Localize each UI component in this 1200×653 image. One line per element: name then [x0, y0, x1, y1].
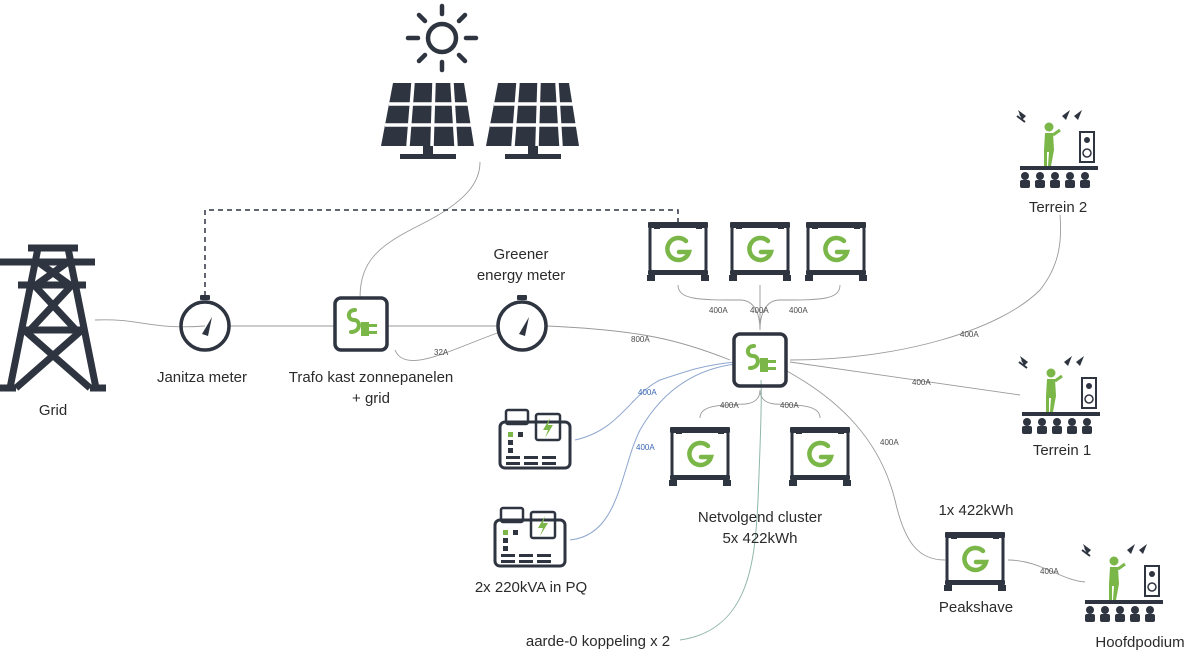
transmission-tower-icon [0, 244, 106, 392]
rating-generator-1: 400A [638, 388, 657, 397]
terrein2-label: Terrein 2 [1029, 199, 1087, 216]
solar-panel-icon [486, 82, 579, 159]
rating-32a: 32A [434, 348, 449, 357]
cluster-label-line1: Netvolgend cluster [698, 509, 822, 526]
janitza-label: Janitza meter [157, 369, 247, 386]
battery-unit-icon [729, 222, 791, 281]
greener-meter-icon [496, 293, 548, 352]
sun-icon [405, 3, 479, 73]
stage-icon-hoofdpodium [1080, 542, 1165, 624]
trafo-label-line1: Trafo kast zonnepanelen [289, 369, 454, 386]
battery-unit-icon [669, 427, 731, 486]
battery-unit-icon [805, 222, 867, 281]
greener-label-line1: Greener [493, 246, 548, 263]
rating-top-mid: 400A [750, 306, 769, 315]
rating-terrein1: 400A [912, 378, 931, 387]
cluster-label-line2: 5x 422kWh [722, 530, 797, 547]
battery-unit-icon [647, 222, 709, 281]
rating-peakshave-in: 400A [880, 438, 899, 447]
rating-generator-2: 400A [636, 443, 655, 452]
stage-icon-terrein2 [1015, 108, 1100, 190]
janitza-meter-icon [179, 293, 231, 352]
central-switch-icon [732, 332, 788, 388]
stage-icon-terrein1 [1017, 354, 1102, 436]
rating-peakshave-out: 400A [1040, 567, 1059, 576]
trafo-plug-icon [333, 296, 389, 352]
wires [94, 161, 1086, 641]
rating-terrein2: 400A [960, 330, 979, 339]
generators-label: 2x 220kVA in PQ [475, 579, 587, 596]
peakshave-capacity-label: 1x 422kWh [938, 502, 1013, 519]
rating-bottom-left: 400A [720, 401, 739, 410]
rating-top-right: 400A [789, 306, 808, 315]
peakshave-battery-icon [944, 532, 1006, 591]
terrein1-label: Terrein 1 [1033, 442, 1091, 459]
hoofdpodium-label: Hoofdpodium [1095, 634, 1184, 651]
greener-label-line2: energy meter [477, 267, 565, 284]
battery-unit-icon [789, 427, 851, 486]
aarde-label: aarde-0 koppeling x 2 [526, 633, 670, 650]
rating-bottom-right: 400A [780, 401, 799, 410]
trafo-label-line2: + grid [352, 390, 390, 407]
solar-panel-icon [381, 82, 474, 159]
grid-label: Grid [39, 402, 67, 419]
peakshave-label: Peakshave [939, 599, 1013, 616]
rating-800a: 800A [631, 335, 650, 344]
generator-icon [498, 408, 572, 470]
rating-top-left: 400A [709, 306, 728, 315]
generator-icon [493, 506, 567, 568]
